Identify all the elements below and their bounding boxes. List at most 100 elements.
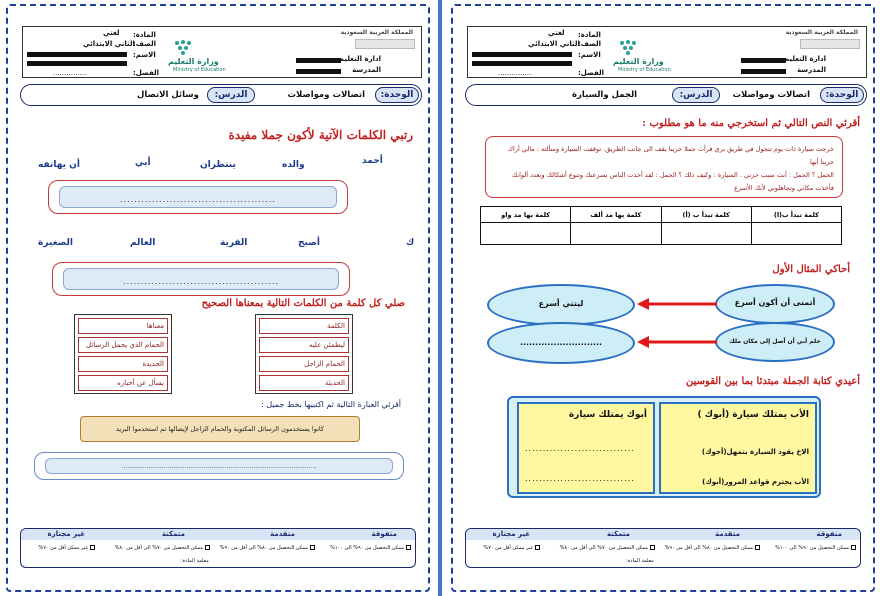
writing-line[interactable]: ........................................…	[45, 458, 393, 474]
meaning-cell[interactable]: الحمام الذي يحمل الرسائل	[78, 337, 168, 353]
extraction-table: كلمة بها مد واو كلمة بها مد ألف كلمة تبد…	[479, 206, 843, 245]
school-redacted	[741, 69, 786, 74]
kingdom-logo	[355, 39, 415, 49]
table-cell[interactable]	[660, 222, 752, 245]
q1-title: أقرئي النص التالي ثم استخرجي منه ما هو م…	[642, 118, 860, 129]
word-cell[interactable]: الحمام الزاجل	[259, 356, 349, 372]
footer-option[interactable]: ممكن التحصيل من ٩٠% الى ١٠٠%	[330, 545, 411, 551]
answer-line-2[interactable]: ........................................…	[63, 268, 339, 290]
word-cell[interactable]: الحديثة	[259, 375, 349, 391]
checkbox-icon[interactable]	[650, 545, 655, 550]
footer-option[interactable]: ممكن التحصيل من ٧٠% الى أقل من ٨٠%	[560, 545, 655, 551]
footer-header: متمكنة	[161, 530, 185, 538]
left-evaluation-footer: متفوقة متقدمة متمكنة غير مجتازة ممكن الت…	[20, 528, 416, 568]
name-label: الاسم:	[578, 51, 601, 59]
example-oval-1-right: أتمنى أن أكون أسرع	[715, 284, 835, 324]
school-redacted	[296, 69, 341, 74]
unit-value: اتصالات ومواصلات	[287, 90, 365, 100]
checkbox-icon[interactable]	[851, 545, 856, 550]
reading-passage: خرجت سيارة ذات يوم تتجول في طريق بري فرأ…	[485, 136, 843, 198]
example-2-answer[interactable]: ...........................	[519, 338, 603, 347]
admin-label: ادارة التعليم	[783, 55, 826, 63]
passage-line: خرجت سيارة ذات يوم تتجول في طريق بري فرأ…	[507, 145, 834, 166]
arrow-left-icon	[637, 336, 717, 348]
name-label: الاسم:	[133, 51, 156, 59]
footer-header: متقدمة	[270, 530, 295, 538]
example-oval-2-left[interactable]: ...........................	[487, 322, 635, 364]
subject-label: المادة:	[133, 31, 156, 39]
table-cell[interactable]	[479, 222, 572, 245]
word-cell[interactable]: الكلمة	[259, 318, 349, 334]
footer-option[interactable]: غير ممكن أقل من ٧٠%	[483, 545, 540, 551]
meaning-cell[interactable]: معناها	[78, 318, 168, 334]
example-2-source: حلم أبي أن أصل إلى مكان ملك	[729, 338, 821, 345]
ministry-name-ar: وزارة التعليم	[168, 57, 219, 66]
meaning-cell[interactable]: يسأل عن أخباره	[78, 375, 168, 391]
q3-title: أقرئي العبارة التالية ثم اكتبيها بخط جمي…	[261, 400, 401, 409]
teacher-label: معلمة المادة:	[181, 558, 209, 564]
lesson-value: الجمل والسيارة	[572, 90, 638, 100]
page-divider	[435, 0, 445, 596]
passage-line: فأخذت مكاني وتجاهلوني لأنك الأسرع	[734, 184, 834, 192]
word-10: الصغيرة	[38, 238, 73, 248]
footer-header: متمكنة	[606, 530, 630, 538]
meanings-column: معناها الحمام الذي يحمل الرسائل الجديدة …	[74, 314, 172, 394]
writing-box[interactable]: ........................................…	[34, 452, 404, 480]
checkbox-icon[interactable]	[535, 545, 540, 550]
table-cell[interactable]	[750, 222, 843, 245]
answer-line-1[interactable]: ........................................…	[59, 186, 337, 208]
ministry-name-ar: وزارة التعليم	[613, 57, 664, 66]
checkbox-icon[interactable]	[755, 545, 760, 550]
answer-box-1[interactable]: ........................................…	[48, 180, 348, 214]
meaning-cell[interactable]: الجديدة	[78, 356, 168, 372]
footer-header: غير مجتازة	[492, 530, 530, 538]
sentence-1: الأب يمتلك سيارة (أبوك )	[697, 410, 810, 420]
kingdom-logo-text: المملكة العربية السعودية	[785, 29, 858, 36]
checkbox-icon[interactable]	[205, 545, 210, 550]
right-worksheet: المملكة العربية السعودية ادارة التعليم ا…	[445, 0, 880, 596]
footer-option[interactable]: ممكن التحصيل من ٩٠% الى ١٠٠%	[775, 545, 856, 551]
checkbox-icon[interactable]	[310, 545, 315, 550]
sentence-3: الأب يحترم قواعد المرور(أبوك)	[702, 478, 809, 486]
teacher-label: معلمة المادة:	[626, 558, 654, 564]
passage-text: خرجت سيارة ذات يوم تتجول في طريق بري فرأ…	[494, 143, 834, 195]
footer-option[interactable]: ممكن التحصيل من ٨٠% الى أقل من ٩٠%	[665, 545, 760, 551]
admin-redacted	[296, 58, 341, 63]
answer-sentences-box[interactable]: أبوك يمتلك سيارة .......................…	[517, 402, 655, 494]
word-2: والده	[282, 160, 305, 170]
answer-line[interactable]: ...............................	[525, 444, 635, 453]
right-page-border	[451, 4, 875, 592]
checkbox-icon[interactable]	[406, 545, 411, 550]
checkbox-icon[interactable]	[90, 545, 95, 550]
example-oval-2-right: حلم أبي أن أصل إلى مكان ملك	[715, 322, 835, 362]
footer-header: غير مجتازة	[47, 530, 85, 538]
word-6: ك	[406, 238, 415, 248]
answer-line[interactable]: ...............................	[525, 474, 635, 483]
word-cell[interactable]: ليطمئن عليه	[259, 337, 349, 353]
ministry-logo-icon	[618, 39, 642, 57]
example-oval-1-left: ليتني أسرع	[487, 284, 635, 326]
class-value: ...............	[53, 69, 87, 77]
grade-label: الصف:	[578, 40, 602, 48]
source-sentences-box: الأب يمتلك سيارة (أبوك ) الاخ يقود السيا…	[659, 402, 817, 494]
word-5: أن يهاتفه	[38, 160, 80, 170]
stage-value: لغتي	[103, 29, 120, 37]
word-4: أبي	[135, 158, 151, 168]
lesson-label: الدرس:	[672, 87, 720, 103]
school-label: المدرسة	[352, 66, 381, 74]
q3-title: أعيدي كتابة الجملة مبتدئا بما بين القوسي…	[686, 376, 860, 387]
table-header: كلمة بها مد ألف	[570, 206, 662, 223]
footer-header: متقدمة	[715, 530, 740, 538]
left-header: المملكة العربية السعودية ادارة التعليم ا…	[22, 26, 422, 78]
footer-option[interactable]: ممكن التحصيل من ٧٠% الى أقل من ٨٠%	[115, 545, 210, 551]
answer-box-2[interactable]: ........................................…	[52, 262, 350, 296]
footer-option[interactable]: غير ممكن أقل من ٧٠%	[38, 545, 95, 551]
footer-option[interactable]: ممكن التحصيل من ٨٠% الى أقل من ٩٠%	[220, 545, 315, 551]
passage-line: الجمل ؟ الجمل : أنت سبب حزني . السيارة :…	[511, 171, 834, 179]
right-evaluation-footer: متفوقة متقدمة متمكنة غير مجتازة ممكن الت…	[465, 528, 861, 568]
table-cell[interactable]	[570, 222, 662, 245]
example-1-source: أتمنى أن أكون أسرع	[734, 298, 816, 307]
lesson-value: وسائل الاتصال	[137, 90, 199, 100]
name-redacted-2	[27, 61, 127, 66]
word-8: القرية	[220, 238, 248, 248]
